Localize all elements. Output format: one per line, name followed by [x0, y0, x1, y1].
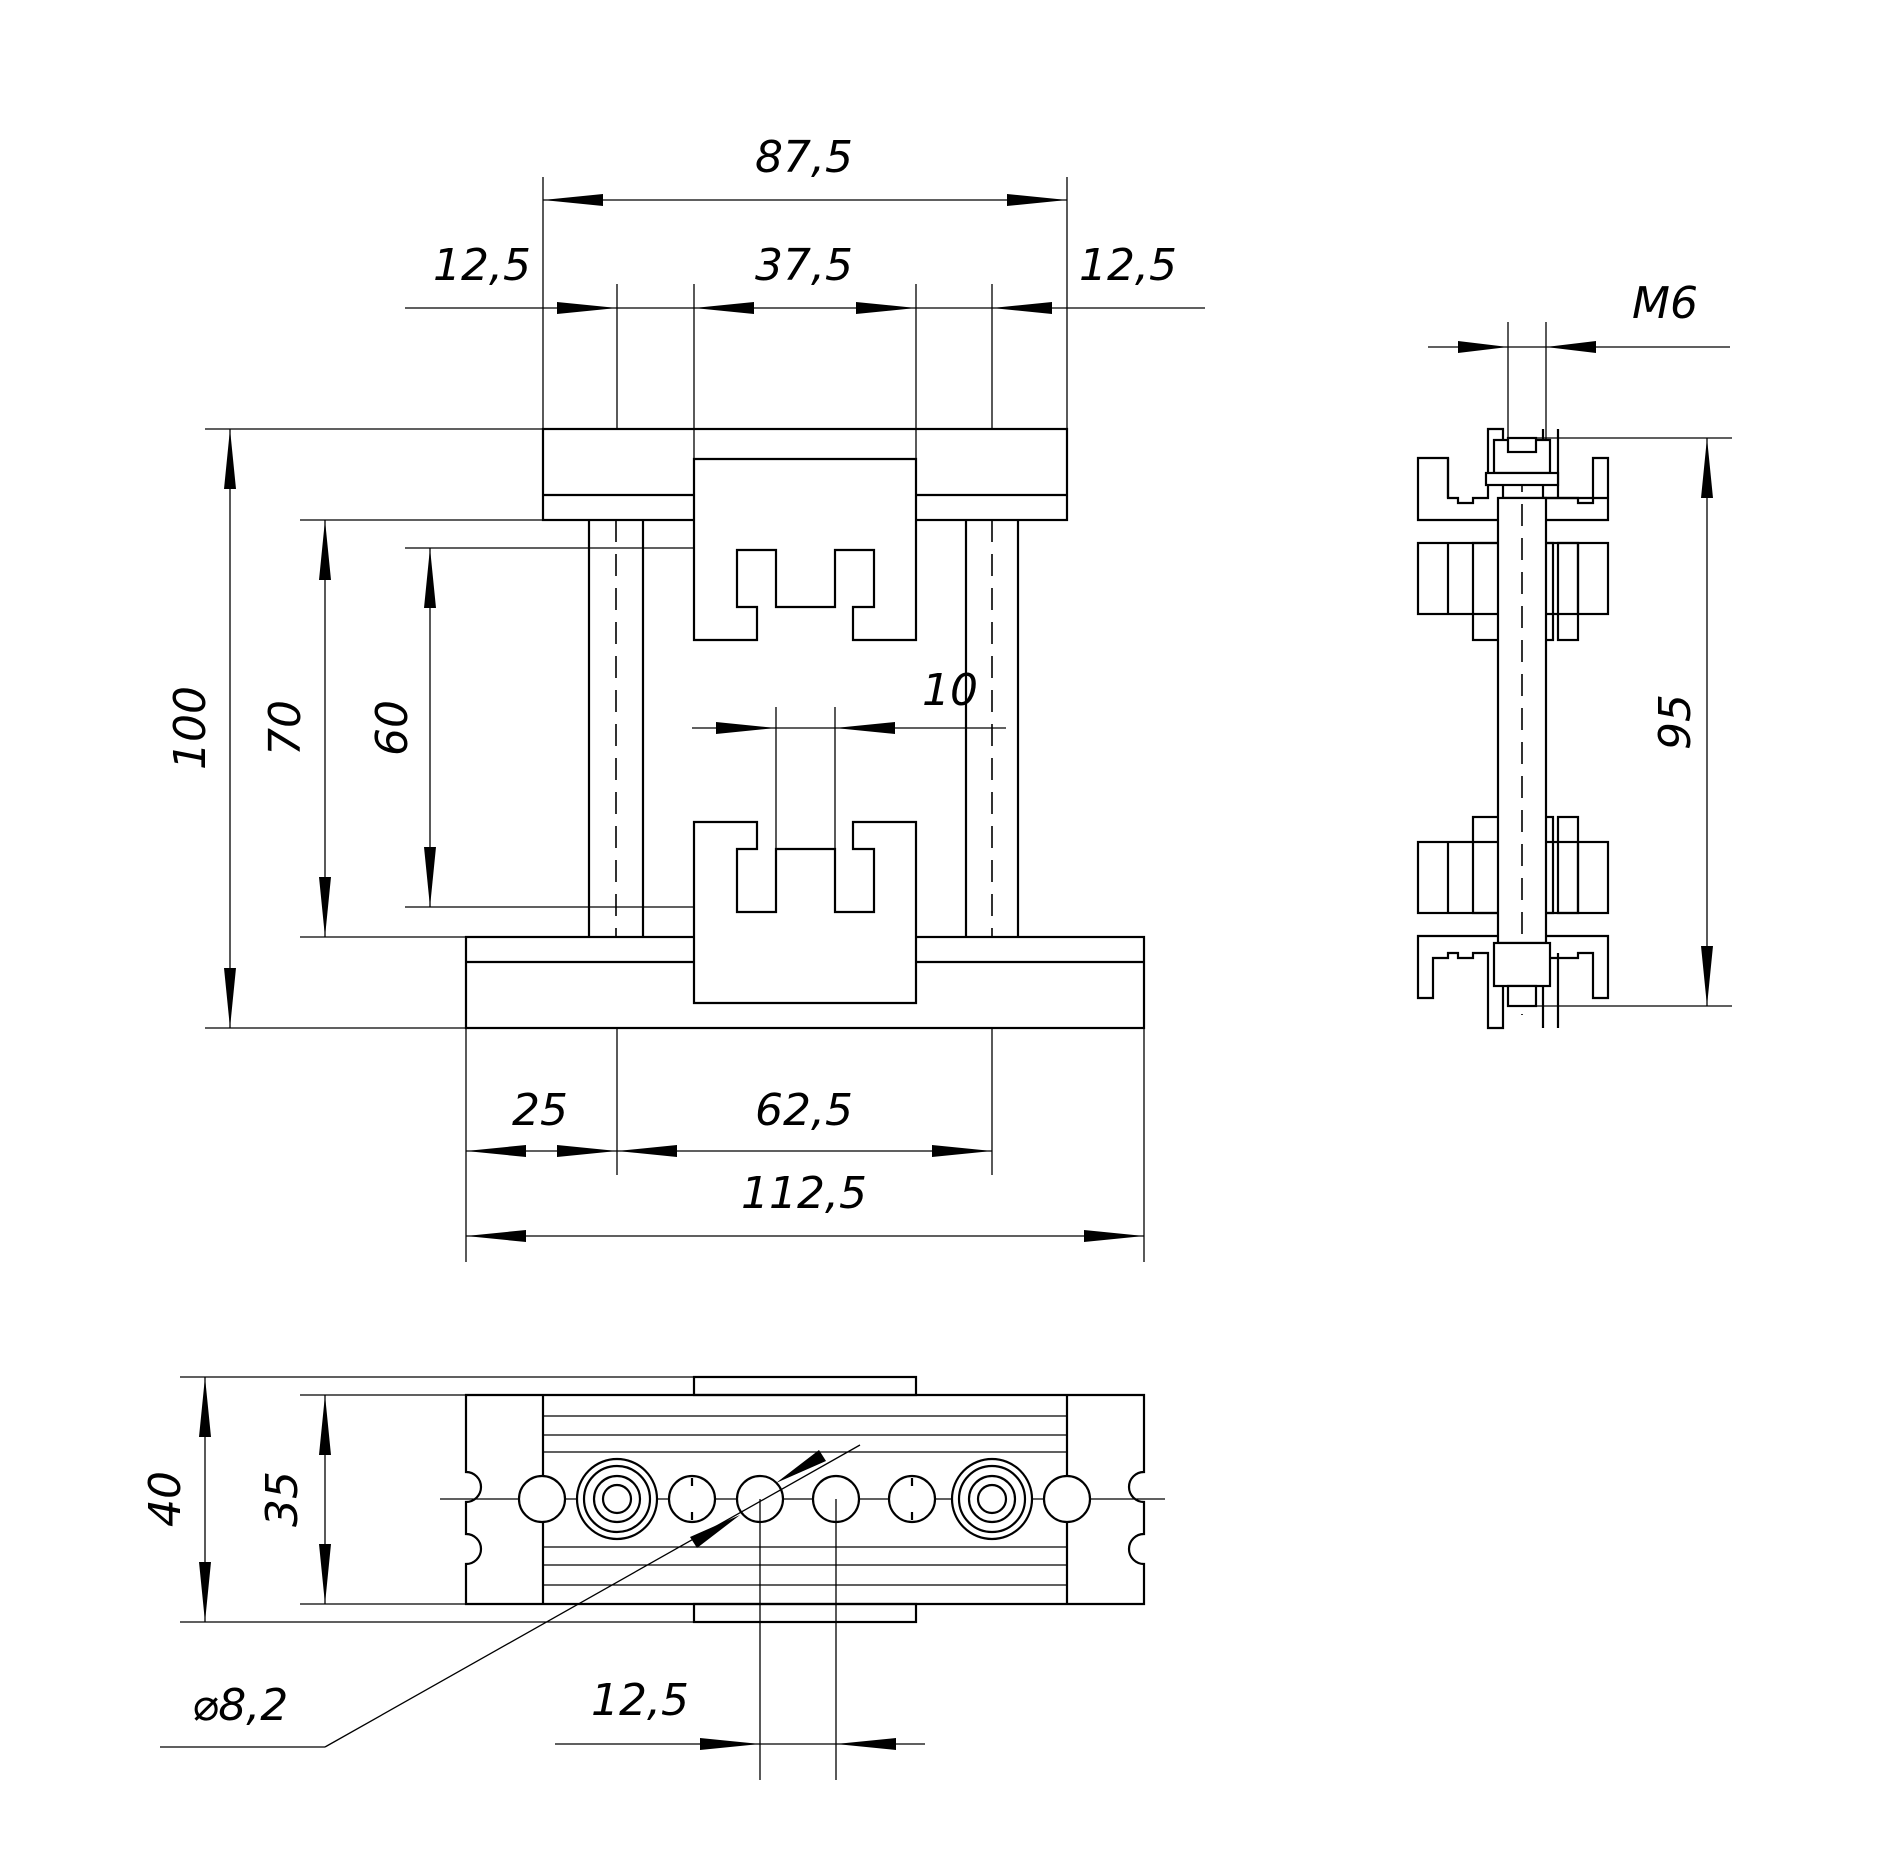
bottom-clamp-edge — [692, 1602, 918, 1624]
dim-hole-diameter: ⌀8,2 — [192, 1680, 288, 1731]
dim-inner-height: 70 — [260, 700, 311, 756]
dim-right-offset: 12,5 — [1079, 240, 1177, 291]
side-dimensions: M6 95 — [1428, 278, 1732, 1007]
dim-slot-width: 10 — [922, 665, 978, 716]
dim-total-height: 100 — [165, 686, 216, 770]
left-rod — [587, 520, 645, 937]
hole-2 — [667, 1474, 717, 1524]
dim-left-offset: 12,5 — [433, 240, 531, 291]
dim-overall-top-width: 87,5 — [755, 132, 853, 183]
dim-center-block: 37,5 — [755, 240, 853, 291]
top-clamp-edge — [692, 1375, 918, 1397]
dim-clamp-height: 60 — [367, 700, 418, 756]
dim-rod-spacing: 62,5 — [755, 1085, 853, 1136]
nut-right — [950, 1457, 1034, 1541]
dim-thread: M6 — [1632, 278, 1698, 329]
dim-base-width: 112,5 — [741, 1168, 867, 1219]
front-dimensions: 87,5 12,5 37,5 12,5 10 100 70 — [165, 132, 1205, 1262]
dim-base-left: 25 — [512, 1085, 568, 1136]
dim-side-height: 95 — [1650, 694, 1701, 750]
hole-5 — [887, 1474, 937, 1524]
top-dimensions: 40 35 ⌀8,2 12,5 — [140, 1376, 925, 1780]
dim-top-width: 40 — [140, 1471, 191, 1527]
base-plate-top — [464, 1393, 1146, 1606]
upper-clamp-block — [692, 457, 918, 642]
dim-top-inner-width: 35 — [257, 1471, 308, 1527]
top-view — [440, 1375, 1165, 1624]
lower-clamp-block — [692, 820, 918, 1005]
front-view — [464, 427, 1146, 1030]
nut-left — [575, 1457, 659, 1541]
side-view — [1416, 427, 1610, 1030]
hole-1 — [517, 1474, 567, 1524]
dim-hole-pitch: 12,5 — [591, 1675, 689, 1726]
hole-6 — [1042, 1474, 1092, 1524]
m6-bolt — [1484, 436, 1560, 1015]
